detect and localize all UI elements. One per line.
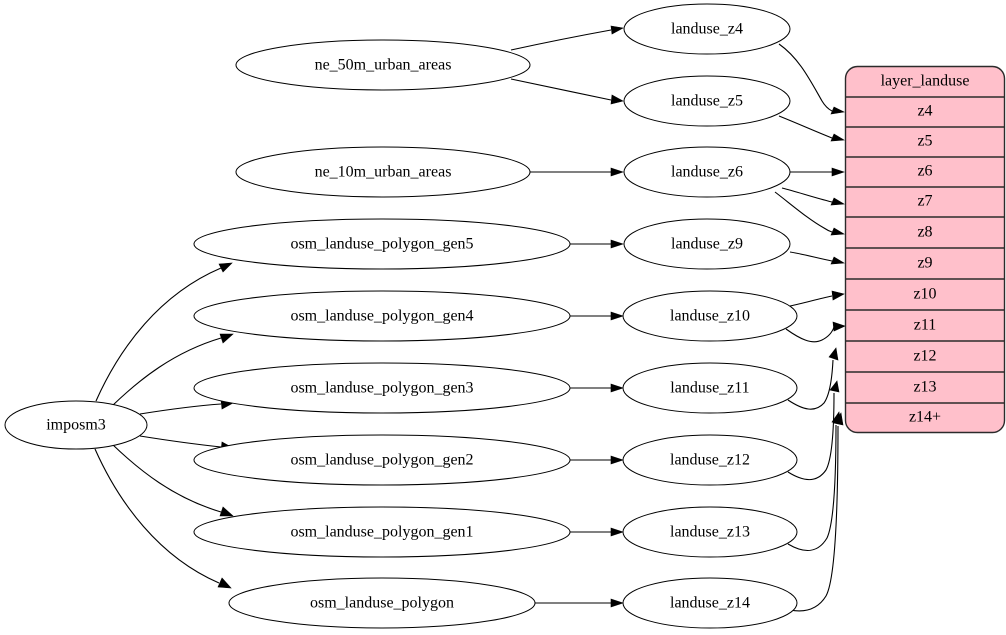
node-osm_landuse_polygon_gen5[interactable]: osm_landuse_polygon_gen5	[193, 218, 571, 270]
node-label-osm_landuse_polygon_gen2: osm_landuse_polygon_gen2	[290, 452, 473, 469]
node-label-landuse_z5: landuse_z5	[671, 93, 743, 110]
node-osm_landuse_polygon_gen3[interactable]: osm_landuse_polygon_gen3	[193, 362, 571, 414]
node-landuse_z10[interactable]: landuse_z10	[622, 290, 798, 342]
edge-osm_landuse_polygon-to-landuse_z14	[530, 598, 624, 608]
node-label-landuse_z12: landuse_z12	[670, 452, 750, 469]
node-osm_landuse_polygon_gen4[interactable]: osm_landuse_polygon_gen4	[193, 290, 571, 342]
node-label-landuse_z9: landuse_z9	[671, 236, 743, 253]
node-ne_10m_urban_areas[interactable]: ne_10m_urban_areas	[235, 146, 531, 198]
node-label-landuse_z6: landuse_z6	[671, 164, 743, 181]
edge-landuse_z6-to-row-z6	[790, 167, 845, 177]
node-imposm3[interactable]: imposm3	[4, 400, 148, 450]
table-cell-label: z5	[917, 133, 932, 150]
edge-osm_landuse_polygon_gen4-to-landuse_z10	[570, 311, 624, 321]
node-osm_landuse_polygon_gen1[interactable]: osm_landuse_polygon_gen1	[193, 506, 571, 558]
node-label-landuse_z14: landuse_z14	[670, 595, 750, 612]
edge-ne_50m_urban_areas-to-landuse_z5	[510, 78, 624, 105]
table-row-z12[interactable]: z12	[913, 348, 936, 365]
table-layer_landuse[interactable]: layer_landuse z4 z5 z6 z7	[844, 65, 1006, 434]
node-landuse_z9[interactable]: landuse_z9	[623, 218, 791, 270]
edge-landuse_z11-to-row-z12	[787, 347, 839, 410]
table-cell-label: z6	[917, 163, 932, 180]
edge-landuse_z9-to-row-z9	[789, 251, 845, 265]
node-label-ne_10m_urban_areas: ne_10m_urban_areas	[315, 164, 452, 181]
table-row-z6[interactable]: z6	[917, 163, 932, 180]
node-landuse_z5[interactable]: landuse_z5	[623, 75, 791, 127]
node-label-osm_landuse_polygon_gen3: osm_landuse_polygon_gen3	[290, 380, 473, 397]
edge-landuse_z4-to-row-z4	[778, 43, 845, 115]
edge-imposm3-to-osm_landuse_polygon_gen5	[95, 262, 233, 402]
table-row-z14plus[interactable]: z14+	[909, 409, 941, 426]
node-label-osm_landuse_polygon_gen5: osm_landuse_polygon_gen5	[290, 236, 473, 253]
edge-imposm3-to-osm_landuse_polygon	[94, 448, 232, 589]
table-cell-label: z4	[917, 103, 932, 120]
edge-landuse_z10-to-row-z11	[785, 321, 846, 343]
table-cell-label: z13	[913, 379, 936, 396]
node-label-landuse_z13: landuse_z13	[670, 524, 750, 541]
node-label-landuse_z11: landuse_z11	[670, 380, 749, 397]
table-cell-label: z7	[917, 193, 932, 210]
edge-imposm3-to-osm_landuse_polygon_gen1	[111, 443, 234, 517]
table-row-z9[interactable]: z9	[917, 255, 932, 272]
node-landuse_z14[interactable]: landuse_z14	[622, 577, 798, 629]
table-row-z13[interactable]: z13	[913, 379, 936, 396]
edge-imposm3-to-osm_landuse_polygon_gen4	[111, 333, 234, 407]
edge-osm_landuse_polygon_gen1-to-landuse_z13	[570, 527, 624, 537]
table-cell-label: z11	[914, 317, 937, 334]
node-ne_50m_urban_areas[interactable]: ne_50m_urban_areas	[235, 39, 531, 91]
node-landuse_z12[interactable]: landuse_z12	[622, 434, 798, 486]
node-landuse_z13[interactable]: landuse_z13	[622, 506, 798, 558]
node-label-osm_landuse_polygon: osm_landuse_polygon	[310, 595, 454, 612]
table-row-z4[interactable]: z4	[917, 103, 932, 120]
table-cell-label: z12	[913, 348, 936, 365]
node-landuse_z11[interactable]: landuse_z11	[622, 362, 798, 414]
edge-osm_landuse_polygon_gen2-to-landuse_z12	[570, 455, 624, 465]
node-label-osm_landuse_polygon_gen1: osm_landuse_polygon_gen1	[290, 524, 473, 541]
table-cell-label: z8	[917, 224, 932, 241]
edge-landuse_z5-to-row-z5	[778, 115, 845, 142]
edge-ne_10m_urban_areas-to-landuse_z6	[530, 167, 624, 177]
node-osm_landuse_polygon_gen2[interactable]: osm_landuse_polygon_gen2	[193, 434, 571, 486]
edge-landuse_z6-to-row-z8	[774, 191, 845, 236]
edge-osm_landuse_polygon_gen3-to-landuse_z11	[570, 383, 624, 393]
node-label-imposm3: imposm3	[46, 417, 106, 434]
node-landuse_z6[interactable]: landuse_z6	[623, 146, 791, 198]
node-landuse_z4[interactable]: landuse_z4	[623, 3, 791, 55]
table-cell-label: z14+	[909, 409, 941, 426]
node-osm_landuse_polygon[interactable]: osm_landuse_polygon	[228, 577, 536, 629]
table-row-z11[interactable]: z11	[914, 317, 937, 334]
edge-ne_50m_urban_areas-to-landuse_z4	[510, 25, 624, 51]
table-cell-label: z10	[913, 286, 936, 303]
node-label-landuse_z4: landuse_z4	[671, 21, 743, 38]
table-row-z8[interactable]: z8	[917, 224, 932, 241]
edge-landuse_z14-to-row-z14plus	[789, 412, 844, 612]
table-title: layer_landuse	[881, 73, 970, 90]
edge-imposm3-to-osm_landuse_polygon_gen3	[139, 399, 234, 415]
node-label-osm_landuse_polygon_gen4: osm_landuse_polygon_gen4	[290, 308, 473, 325]
edge-osm_landuse_polygon_gen5-to-landuse_z9	[570, 239, 624, 249]
node-label-ne_50m_urban_areas: ne_50m_urban_areas	[315, 57, 452, 74]
node-label-landuse_z10: landuse_z10	[670, 308, 750, 325]
table-cell-label: z9	[917, 255, 932, 272]
table-row-z7[interactable]: z7	[917, 193, 932, 210]
edge-landuse_z10-to-row-z10	[789, 290, 845, 307]
table-row-z5[interactable]: z5	[917, 133, 932, 150]
table-row-z10[interactable]: z10	[913, 286, 936, 303]
edge-landuse_z6-to-row-z7	[781, 187, 845, 206]
